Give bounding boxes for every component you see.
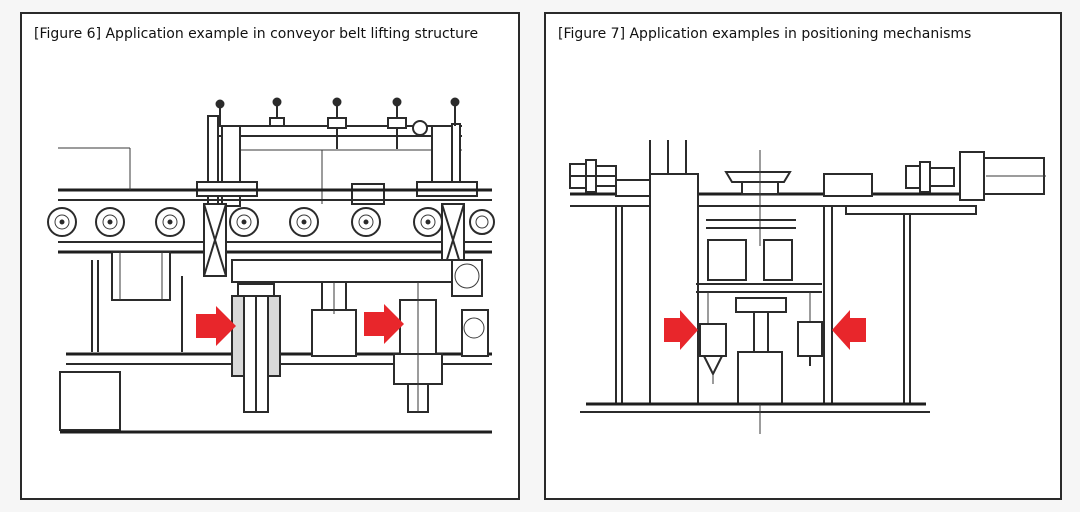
conveyor-rollers bbox=[47, 207, 495, 237]
top-clamp bbox=[706, 150, 796, 246]
vertical-columns bbox=[615, 140, 911, 405]
lifting-cylinder-2 bbox=[393, 282, 443, 413]
indicator-arrow-1 bbox=[196, 306, 236, 346]
lifting-cylinder-1 bbox=[231, 281, 281, 413]
top-bolts bbox=[215, 97, 460, 149]
conveyor-belt-lifting-drawing bbox=[47, 97, 495, 434]
base bbox=[580, 402, 930, 434]
figure-7-panel: [Figure 7] Application examples in posit… bbox=[544, 12, 1062, 500]
indicator-arrow-1 bbox=[664, 310, 698, 350]
figure-7-caption: [Figure 7] Application examples in posit… bbox=[558, 26, 972, 42]
figure-6-caption: [Figure 6] Application example in convey… bbox=[34, 26, 479, 42]
right-bolt-assembly bbox=[905, 151, 1046, 201]
positioning-pin-left bbox=[699, 323, 727, 384]
positioning-mechanism-drawing bbox=[569, 140, 1046, 434]
indicator-arrow-2 bbox=[832, 310, 866, 350]
indicator-arrow-2 bbox=[364, 304, 404, 344]
central-mechanism bbox=[696, 239, 822, 405]
positioning-pin-right bbox=[797, 321, 823, 366]
left-bolt-assembly bbox=[569, 159, 617, 193]
figure-6-panel: [Figure 6] Application example in convey… bbox=[20, 12, 520, 500]
base bbox=[59, 371, 492, 434]
